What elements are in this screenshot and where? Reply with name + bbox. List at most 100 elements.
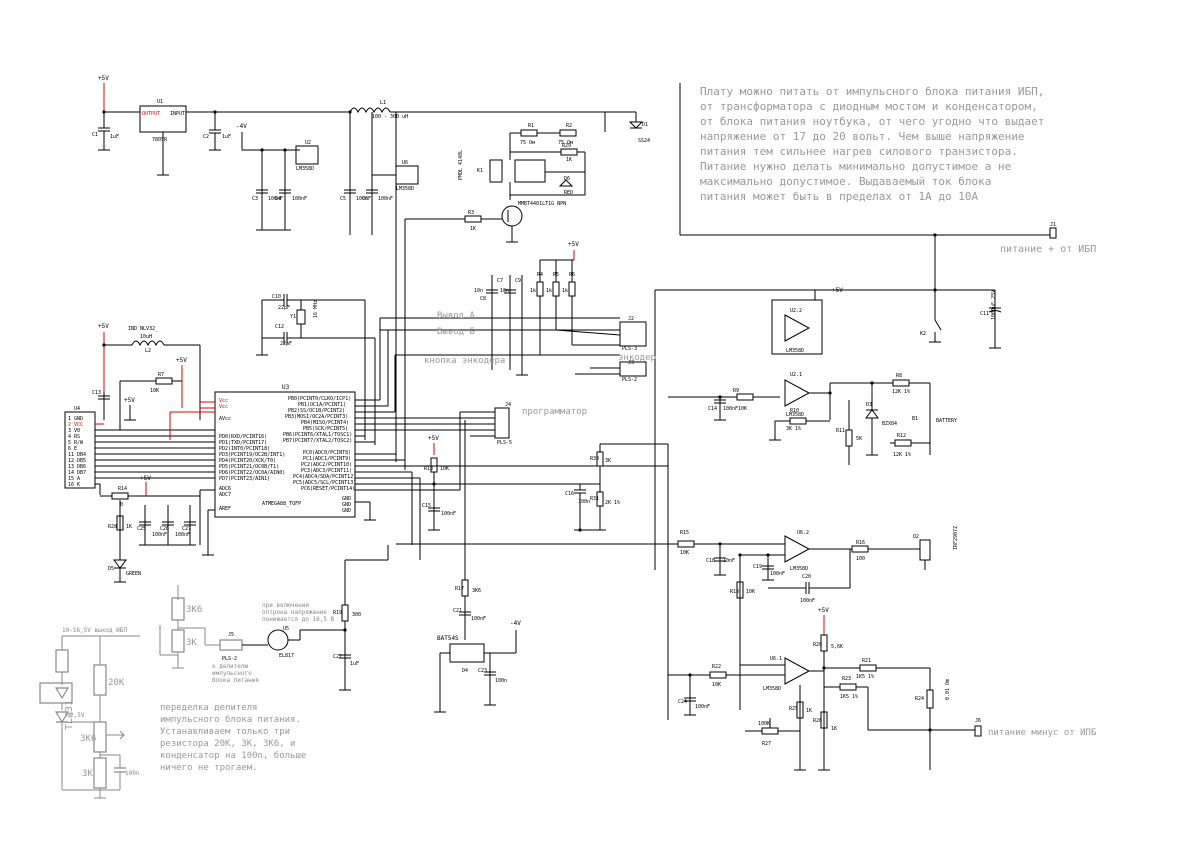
label-c5-val: 100nF xyxy=(356,196,371,202)
label-c10-val: 22pF xyxy=(278,305,290,311)
u3-pin-adc6: ADC6 xyxy=(219,486,231,492)
u1-body xyxy=(139,105,187,133)
diode-section: R17 3K6 C21 100nF BAT54S D4 -4V C23 100n xyxy=(434,420,521,713)
u3-pin-adc7: ADC7 xyxy=(219,492,231,498)
label-power-plus: питание + от ИБП xyxy=(1000,244,1096,255)
label-r13-val: 10K xyxy=(440,466,449,472)
label-c20: C20 xyxy=(802,574,811,580)
label-u61: U6.1 xyxy=(770,656,782,662)
label-j3-val: PLS-2 xyxy=(622,377,637,383)
label-c11: C11 xyxy=(980,311,989,317)
label-r7: R7 xyxy=(158,372,164,378)
u4-pin-15: 15 A xyxy=(68,476,80,482)
label-r2-val: 75 Ом xyxy=(558,140,573,146)
y1-crystal xyxy=(296,309,306,325)
label-ref-25v: 2,5V xyxy=(70,712,85,719)
label-c25-val: 100nF xyxy=(152,532,167,538)
label-r9: R9 xyxy=(733,388,739,394)
label-smps-20k: 20K xyxy=(108,678,125,688)
label-c24-val: 100nF xyxy=(695,704,710,710)
opto-section: R19 300 C22 1uF при включении оптрона на… xyxy=(159,545,389,691)
lcd-section: +5V IND NLV32_ 10uH L2 +5V R7 10K C13 +5… xyxy=(64,323,215,583)
label-plus5-enc: +5V xyxy=(568,241,579,248)
label-c1: C1 xyxy=(92,132,98,138)
r-3k6-top xyxy=(171,597,185,621)
u3-pin-pd1: PD1(TXD/PCINT17) xyxy=(219,440,267,446)
label-u4: U4 xyxy=(74,406,80,412)
relay-coil-box xyxy=(514,159,546,183)
label-b1: B1 xyxy=(912,416,918,422)
label-u2: U2 xyxy=(305,140,311,146)
note-bottom-5: конденсатор на 100n, больше xyxy=(160,750,306,761)
label-plus5-mid: +5V xyxy=(832,287,843,294)
label-l1: L1 xyxy=(380,100,386,106)
label-j1: J1 xyxy=(1050,222,1056,228)
r6-body xyxy=(568,281,576,297)
label-q2: Q2 xyxy=(913,534,919,540)
u4-pin-11: 11 DB4 xyxy=(68,452,86,458)
label-d5: D5 xyxy=(108,566,114,572)
encoder-section: +5V R4 R5 R6 1k 1k 1k C8 C7 C9 10n 10n В… xyxy=(380,241,656,383)
label-r19: R19 xyxy=(333,610,342,616)
label-u1: U1 xyxy=(157,99,163,105)
r22-body xyxy=(709,671,727,679)
label-c3: C3 xyxy=(252,196,258,202)
label-u61-val: LM358D xyxy=(763,686,781,692)
r28-body xyxy=(116,515,124,531)
label-c16-val: 100n xyxy=(578,499,590,505)
label-r20-val: 5,6K xyxy=(831,644,843,650)
label-u62: U6.2 xyxy=(797,530,809,536)
label-r16: R16 xyxy=(856,540,865,546)
label-j2: J2 xyxy=(628,316,634,322)
label-minus4-top: -4V xyxy=(236,123,247,130)
r5-body xyxy=(552,281,560,297)
label-smps-3k: 3K xyxy=(82,769,93,779)
u3-pin-vcc2: Vcc xyxy=(219,404,228,410)
u4-lcd-connector xyxy=(64,411,96,489)
label-j6: J6 xyxy=(975,718,981,724)
label-plus5-c13: +5V xyxy=(124,397,135,404)
l1-coil xyxy=(349,107,391,114)
label-r21: R21 xyxy=(862,658,871,664)
label-u1-in: INPUT xyxy=(170,111,185,117)
q1-transistor xyxy=(501,205,523,227)
j1-connector xyxy=(1049,227,1057,239)
label-c10: C10 xyxy=(272,294,281,300)
label-c12: C12 xyxy=(275,324,284,330)
u3-pin-pc4: PC4(ADC4/SDA/PCINT12) xyxy=(293,474,356,480)
u4-pin-14: 14 DB7 xyxy=(68,470,86,476)
label-c14: C14 xyxy=(708,406,717,412)
label-r30-val: 3K xyxy=(605,458,611,464)
label-r28: R28 xyxy=(108,524,117,530)
label-c11-val: 1000uF 25V xyxy=(991,290,997,320)
k1-body xyxy=(489,159,503,183)
label-c22-val: 1uF xyxy=(350,661,359,667)
mcu-u3: U3 ATMEGA88_TQFP Vcc Vcc AVcc PD0(RXD/PC… xyxy=(169,300,668,560)
label-u21: U2.1 xyxy=(790,372,802,378)
label-k1-part: PMDL 4148L xyxy=(458,150,464,180)
label-c27: C27 xyxy=(182,526,191,532)
r10-body xyxy=(789,417,807,425)
smps-r-3k xyxy=(93,757,107,789)
label-u6: U6 xyxy=(402,160,408,166)
note-line-3: от блока питания ноутбука, от чего угодн… xyxy=(700,115,1044,128)
label-r15-val: 10K xyxy=(680,550,689,556)
label-r23-val: 1K5 1% xyxy=(840,694,858,700)
label-d4: D4 xyxy=(462,668,468,674)
label-c5: C5 xyxy=(340,196,346,202)
label-c1-val: 1uF xyxy=(110,134,119,140)
label-c9: C9 xyxy=(515,278,521,284)
label-r11-val: 5K xyxy=(856,436,862,442)
voltage-section: +5V R20 5,6K U6.1 LM358D R21 1K5 1% R22 … xyxy=(668,607,1096,771)
label-r20: R20 xyxy=(813,642,822,648)
u3-pin-pc5: PC5(ADC5/SCL/PCINT13) xyxy=(293,480,356,486)
r4-body xyxy=(536,281,544,297)
label-c23: C23 xyxy=(478,668,487,674)
label-k2: K2 xyxy=(920,331,926,337)
label-l2-val: 10uH xyxy=(140,334,152,340)
u4-pin-5: 5 R/W xyxy=(68,440,84,446)
u3-pin-pc6: PC6(RESET/PCINT14) xyxy=(301,486,355,492)
label-l2: L2 xyxy=(145,348,151,354)
r25-body xyxy=(796,701,804,719)
